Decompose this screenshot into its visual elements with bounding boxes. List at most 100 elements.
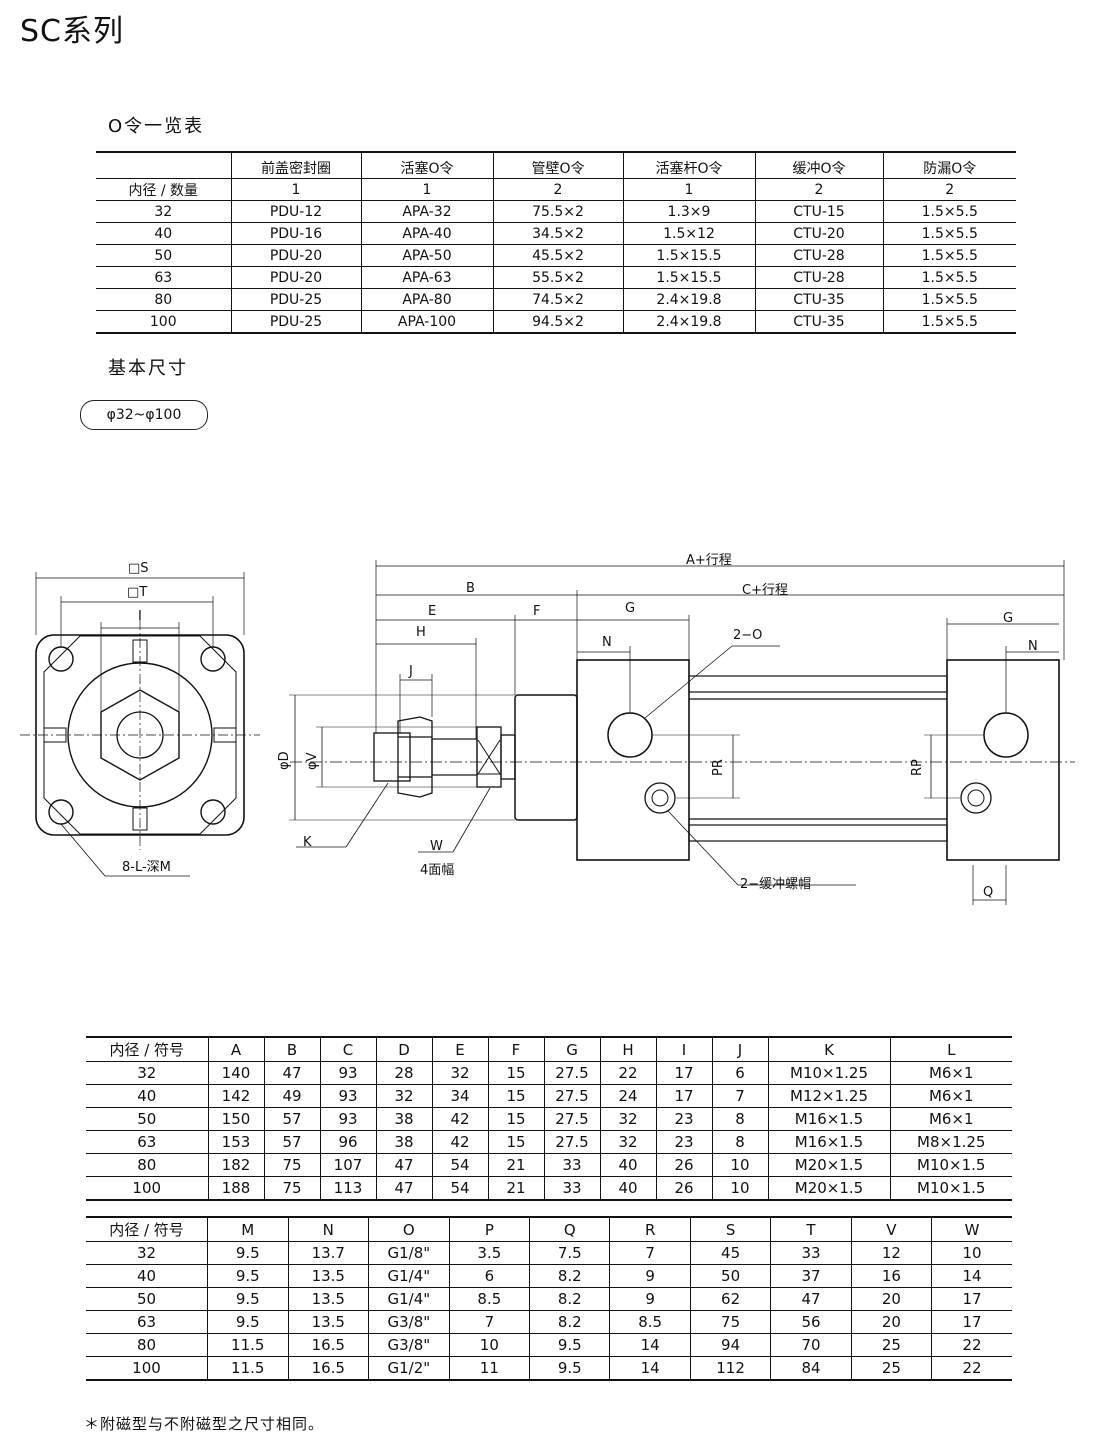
table-cell: 100	[86, 1176, 208, 1201]
footnote: ＊附磁型与不附磁型之尺寸相同。	[84, 1415, 325, 1433]
table-cell: G1/8"	[368, 1241, 450, 1265]
side-view: A+行程 B C+行程 E F G G H N N 2−O J φD φV PR…	[277, 553, 1075, 905]
table-cell: 34	[431, 1084, 488, 1108]
column-header: I	[655, 1036, 712, 1062]
table-cell: 75.5×2	[492, 200, 623, 223]
table-cell: M16×1.5	[767, 1107, 890, 1131]
table-cell: 42	[431, 1107, 488, 1131]
table-cell: 47	[770, 1287, 852, 1311]
column-header: P	[448, 1216, 530, 1242]
table-cell: 11.5	[207, 1333, 289, 1357]
oring-section-heading: O令一览表	[108, 116, 205, 137]
table-cell: 45	[689, 1241, 771, 1265]
table-cell: CTU-28	[754, 266, 883, 289]
table-cell: 80	[96, 288, 231, 311]
table-cell: 6	[711, 1061, 768, 1085]
table-cell: 14	[931, 1264, 1012, 1288]
table-cell: 47	[375, 1153, 432, 1177]
label-q: Q	[983, 885, 993, 900]
table-cell: 1.5×5.5	[882, 200, 1016, 223]
table-cell: 142	[207, 1084, 264, 1108]
column-header: Q	[529, 1216, 610, 1242]
label-w: W	[430, 839, 443, 854]
table-cell: 153	[207, 1130, 264, 1154]
table-cell: APA-32	[360, 200, 493, 223]
table-cell: 1.5×15.5	[622, 244, 755, 267]
oring-header-row: 前盖密封圈活塞O令管壁O令活塞杆O令缓冲O令防漏O令	[96, 151, 1016, 179]
table-cell: 13.7	[287, 1241, 369, 1265]
column-header: 前盖密封圈	[230, 151, 361, 179]
table-cell: 22	[931, 1356, 1012, 1381]
table-cell: 16.5	[287, 1356, 369, 1381]
column-header: F	[487, 1036, 544, 1062]
table-cell: M12×1.25	[767, 1084, 890, 1108]
table-cell: 1.5×5.5	[882, 244, 1016, 267]
label-cushion-cap: 2−缓冲螺帽	[740, 876, 811, 892]
table-cell: 12	[850, 1241, 932, 1265]
table-cell: 23	[655, 1107, 712, 1131]
table-cell: 32	[431, 1061, 488, 1085]
table-cell: 75	[263, 1176, 320, 1201]
label-n-rear: N	[1028, 639, 1038, 654]
table-cell: 100	[86, 1356, 208, 1381]
table-cell: 15	[487, 1084, 544, 1108]
table-cell: 13.5	[287, 1310, 369, 1334]
label-a: A+行程	[686, 553, 732, 568]
table-cell: 16	[850, 1264, 932, 1288]
label-g-front: G	[625, 601, 635, 616]
table-cell: 25	[850, 1356, 932, 1381]
table-cell: 15	[487, 1061, 544, 1085]
table-cell: 96	[319, 1130, 376, 1154]
table-cell: 22	[599, 1061, 656, 1085]
table-cell: 9	[609, 1264, 691, 1288]
table-cell: 8.2	[529, 1264, 610, 1288]
table-cell: 57	[263, 1130, 320, 1154]
cylinder-drawing: □S □T I 8-L-深M	[20, 553, 1075, 905]
table-cell: PDU-20	[230, 244, 361, 267]
table-cell: 13.5	[287, 1287, 369, 1311]
table-cell: 27.5	[543, 1061, 600, 1085]
table-cell: 11.5	[207, 1356, 289, 1381]
table-cell: 17	[655, 1084, 712, 1108]
front-view: □S □T I 8-L-深M	[20, 561, 260, 877]
column-header: L	[889, 1036, 1012, 1062]
column-header: S	[689, 1216, 771, 1242]
table-cell: 62	[689, 1287, 771, 1311]
table-cell: 49	[263, 1084, 320, 1108]
column-header: W	[931, 1216, 1012, 1242]
table-cell: 1	[622, 178, 755, 201]
table-cell: 1.5×5.5	[882, 310, 1016, 334]
table-cell: G1/4"	[368, 1287, 450, 1311]
table-cell: 50	[689, 1264, 771, 1288]
table-cell: 8	[711, 1130, 768, 1154]
table-cell: 56	[770, 1310, 852, 1334]
table-cell: CTU-20	[754, 222, 883, 245]
table-cell: 内径 / 数量	[96, 178, 231, 201]
table-cell: 1.5×15.5	[622, 266, 755, 289]
table-cell: 6	[448, 1264, 530, 1288]
table-cell: 9	[609, 1287, 691, 1311]
column-header: 防漏O令	[882, 151, 1016, 179]
table-cell: 10	[448, 1333, 530, 1357]
table-cell: 26	[655, 1176, 712, 1201]
table-cell: 7.5	[529, 1241, 610, 1265]
label-i: I	[138, 609, 142, 624]
label-o: 2−O	[733, 628, 762, 643]
table-cell: M6×1	[889, 1107, 1012, 1131]
table-cell: 17	[931, 1287, 1012, 1311]
table-cell: 93	[319, 1061, 376, 1085]
table-cell: 33	[543, 1176, 600, 1201]
table-cell: 27.5	[543, 1084, 600, 1108]
table-cell: CTU-35	[754, 288, 883, 311]
table-cell: 50	[86, 1107, 208, 1131]
table-cell: 140	[207, 1061, 264, 1085]
table-cell: 63	[86, 1130, 208, 1154]
label-h: H	[416, 625, 426, 640]
column-header: 内径 / 符号	[86, 1216, 208, 1242]
table-cell: 17	[931, 1310, 1012, 1334]
